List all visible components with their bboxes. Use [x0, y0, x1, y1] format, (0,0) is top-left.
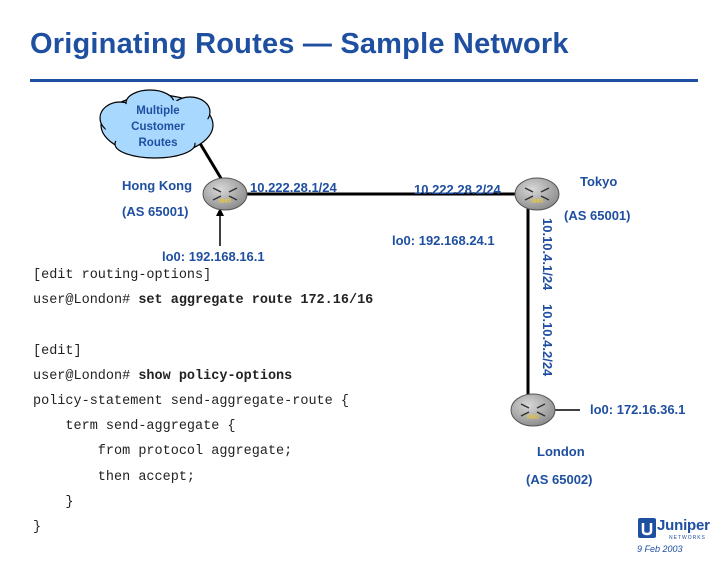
hongkong-name: Hong Kong	[122, 178, 193, 193]
hongkong-loopback: lo0: 192.168.16.1	[162, 249, 265, 264]
router-london-icon: M40	[510, 393, 556, 427]
tokyo-loopback: lo0: 192.168.24.1	[392, 233, 495, 248]
cli-line: user@London# set aggregate route 172.16/…	[33, 288, 373, 313]
cli-line: user@London# show policy-options	[33, 364, 373, 389]
cli-line: policy-statement send-aggregate-route {	[33, 393, 349, 409]
london-as: (AS 65002)	[526, 472, 593, 487]
logo-wordmark: Juniper	[657, 517, 710, 534]
cloud-label-line2: Customer	[131, 121, 185, 133]
cli-line: term send-aggregate {	[33, 419, 236, 435]
router-tokyo-model: M40	[531, 199, 543, 205]
cloud-label-line1: Multiple	[136, 105, 180, 117]
tokyo-as: (AS 65001)	[564, 208, 631, 223]
cli-line: }	[33, 494, 74, 510]
link-tokyo-down-address: 10.10.4.1/24	[540, 218, 555, 291]
router-hongkong-icon: M40	[202, 177, 248, 211]
cli-line: from protocol aggregate;	[33, 444, 293, 460]
cli-line: }	[33, 519, 42, 535]
router-hongkong-model: M40	[219, 199, 231, 205]
tokyo-name: Tokyo	[580, 174, 618, 189]
link-tokyo-address: 10.222.28.2/24	[414, 182, 501, 197]
cloud-label-line3: Routes	[138, 137, 178, 149]
link-cloud-hongkong	[196, 139, 224, 181]
slide-title: Originating Routes — Sample Network	[30, 28, 569, 60]
title-underline	[30, 79, 698, 82]
cli-listing: [edit routing-options] user@London# set …	[33, 263, 373, 540]
london-name: London	[537, 444, 585, 459]
link-london-up-address: 10.10.4.2/24	[540, 304, 555, 377]
router-tokyo-icon: M40	[514, 177, 560, 211]
hongkong-as: (AS 65001)	[122, 204, 189, 219]
logo-subtext: NETWORKS	[669, 535, 706, 541]
cli-prompt: user@London#	[33, 293, 139, 309]
cli-blank-line	[33, 313, 373, 338]
cli-line: [edit]	[33, 343, 82, 359]
london-loopback: lo0: 172.16.36.1	[590, 402, 686, 417]
cli-line: [edit routing-options]	[33, 268, 212, 283]
cli-command: show policy-options	[138, 368, 293, 384]
link-hongkong-address: 10.222.28.1/24	[250, 180, 337, 195]
cli-line: then accept;	[33, 469, 196, 485]
footer-date: 9 Feb 2003	[637, 544, 683, 554]
cli-command: set aggregate route 172.16/16	[138, 293, 374, 309]
cloud-label: Multiple Customer Routes	[118, 103, 198, 151]
hongkong-loopback-arrowhead	[216, 208, 224, 216]
router-london-model: M40	[527, 415, 539, 421]
customer-routes-cloud	[99, 89, 214, 159]
cli-prompt: user@London#	[33, 368, 139, 384]
juniper-mark-icon	[638, 518, 656, 538]
